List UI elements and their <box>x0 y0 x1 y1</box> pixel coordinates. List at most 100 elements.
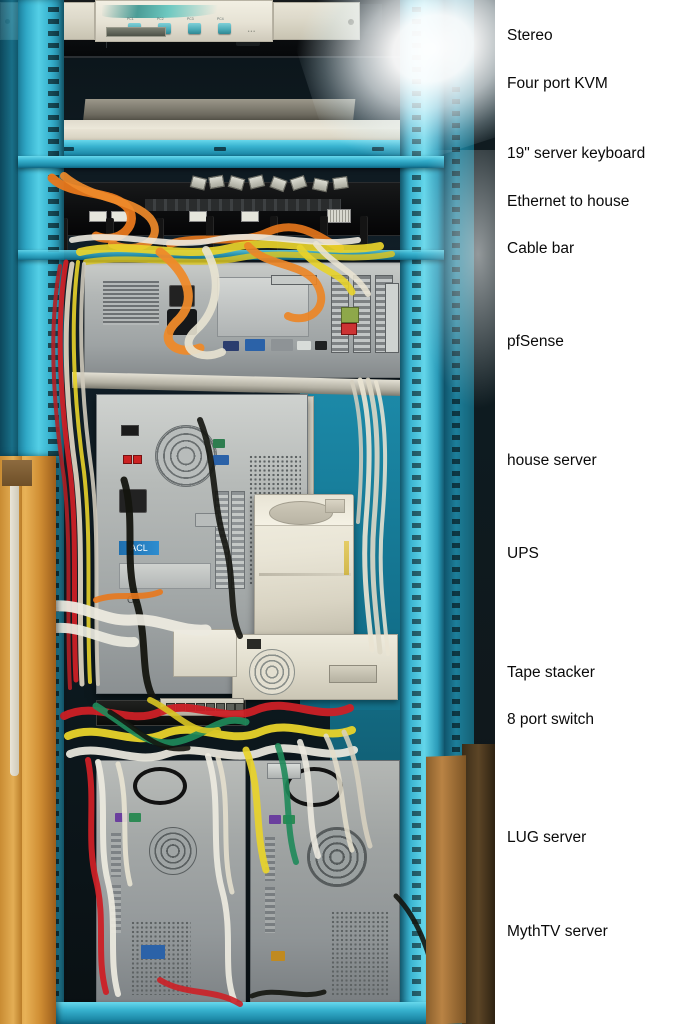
kvm-front-panel: PC1 PC2 PC3 PC4 ••• <box>95 0 273 42</box>
house-server-power-socket <box>119 489 147 513</box>
house-server-brand-badge: ACL <box>119 541 159 555</box>
lug-server-power-cord-coil <box>133 767 187 805</box>
pfsense-parallel-port <box>271 339 293 351</box>
patch-label-3 <box>189 211 207 222</box>
cable-bar-finger-4 <box>206 216 214 254</box>
tape-stacker-fan <box>249 649 295 695</box>
label-house-server: house server <box>507 452 597 469</box>
patch-cable-plug-2 <box>208 174 225 190</box>
ups-status-strip <box>344 541 349 575</box>
label-four-port-kvm: Four port KVM <box>507 75 608 92</box>
patch-cable-plug-8 <box>332 176 349 190</box>
rack-rail-mid <box>18 250 444 260</box>
mythtv-server <box>250 760 400 1008</box>
lug-server <box>96 760 246 1008</box>
pfsense-top-vent <box>271 275 317 285</box>
server-rack-photo: PC1 PC2 PC3 PC4 ••• <box>0 0 495 1024</box>
ups-panel-seam <box>259 573 351 576</box>
mythtv-server-psu-socket <box>267 763 301 779</box>
label-cable-bar: Cable bar <box>507 240 575 257</box>
photo-light-flare-secondary <box>415 150 495 410</box>
label-ethernet-to-house: Ethernet to house <box>507 193 630 210</box>
mythtv-server-tv-tuner-port <box>271 951 285 961</box>
patch-cable-plug-7 <box>311 177 330 193</box>
mythtv-server-lower-vents <box>331 911 389 997</box>
pfsense-vga-port <box>245 339 265 351</box>
label-mythtv-server: MythTV server <box>507 923 608 940</box>
house-server-psu-fan <box>155 425 217 487</box>
pfsense-firewall <box>84 262 410 378</box>
rack-outer-left-post <box>0 0 20 460</box>
rack-right-hole-strip <box>412 0 421 1024</box>
kvm-port-label-3: PC3 <box>187 17 194 21</box>
mythtv-server-ps2-mouse-port <box>283 815 295 824</box>
shelf-slot-right <box>372 147 384 151</box>
pfsense-power-plug <box>167 309 197 335</box>
switch-port-4 <box>196 703 205 711</box>
patch-label-4 <box>241 211 259 222</box>
label-tape-stacker: Tape stacker <box>507 664 595 681</box>
patch-cable-plug-1 <box>189 175 208 191</box>
kvm-port-label-1: PC1 <box>127 17 134 21</box>
pfsense-ps2-port <box>315 341 327 350</box>
tape-stacker-connector <box>247 639 261 649</box>
label-stereo: Stereo <box>507 27 553 44</box>
lug-server-slot-bracket-2 <box>111 885 121 933</box>
rack-rail-bottom <box>18 1002 458 1024</box>
house-server-nic-port <box>195 513 219 527</box>
tape-stacker-left-extension <box>173 629 237 677</box>
pfsense-usb-port <box>297 341 311 350</box>
dark-wood-right <box>462 744 495 1024</box>
door-latch[interactable] <box>2 460 32 486</box>
house-server-slot-1 <box>215 491 229 589</box>
label-pfsense: pfSense <box>507 333 564 350</box>
patch-label-1 <box>89 211 107 222</box>
kvm-port-button-4[interactable] <box>218 23 231 34</box>
cable-bar-finger-2 <box>106 218 114 254</box>
tape-stacker-scsi-port <box>329 665 377 683</box>
wooden-post-right <box>426 755 466 1024</box>
cable-bar-finger-7 <box>360 216 368 252</box>
kvm-port-label-2: PC2 <box>157 17 164 21</box>
kvm-display <box>106 27 166 37</box>
patch-cable-plug-4 <box>247 174 266 190</box>
ups-button[interactable] <box>325 499 345 513</box>
label-ups: UPS <box>507 545 539 562</box>
ups-unit <box>254 494 354 639</box>
pfsense-nic-led-red <box>341 323 357 335</box>
house-server-slot-2 <box>231 491 245 589</box>
label-panel: Stereo Four port KVM 19" server keyboard… <box>495 0 693 1024</box>
label-lug-server: LUG server <box>507 829 587 846</box>
door-handle[interactable] <box>10 476 19 776</box>
rack-outer-right-hole-strip <box>452 80 460 960</box>
kvm-port-button-3[interactable] <box>188 23 201 34</box>
switch-port-5 <box>206 703 215 711</box>
switch-port-3 <box>186 703 195 711</box>
ups-vent-oval <box>269 501 333 525</box>
house-server-reset-switch[interactable] <box>133 455 142 464</box>
pfsense-psu-vent <box>103 281 159 325</box>
patch-port-row <box>145 199 341 211</box>
switch-port-7 <box>226 703 235 711</box>
cable-bar-finger-6 <box>320 216 328 254</box>
pfsense-blank-plate <box>217 277 309 337</box>
mythtv-server-ps2-keyboard-port <box>269 815 281 824</box>
house-server-voltage-switch[interactable] <box>123 455 132 464</box>
house-server-power-switch[interactable] <box>121 425 139 436</box>
patch-label-5 <box>327 209 351 223</box>
house-server-label-plate <box>119 563 211 589</box>
shelf-slot-left <box>62 147 74 151</box>
mythtv-server-slot-bracket-2 <box>265 887 275 933</box>
pfsense-serial-port <box>223 341 239 351</box>
switch-port-8 <box>235 703 244 711</box>
switch-port-2 <box>176 703 185 711</box>
pfsense-power-socket <box>169 285 195 307</box>
label-eight-port-switch: 8 port switch <box>507 711 595 728</box>
mythtv-server-case-fan <box>307 827 367 887</box>
house-server-ce-mark: C€ <box>127 595 140 606</box>
switch-port-1 <box>166 703 175 711</box>
kvm-right-screw <box>348 19 354 25</box>
pfsense-nic-led-green <box>341 307 359 323</box>
lug-server-ps2-mouse-port <box>129 813 141 822</box>
